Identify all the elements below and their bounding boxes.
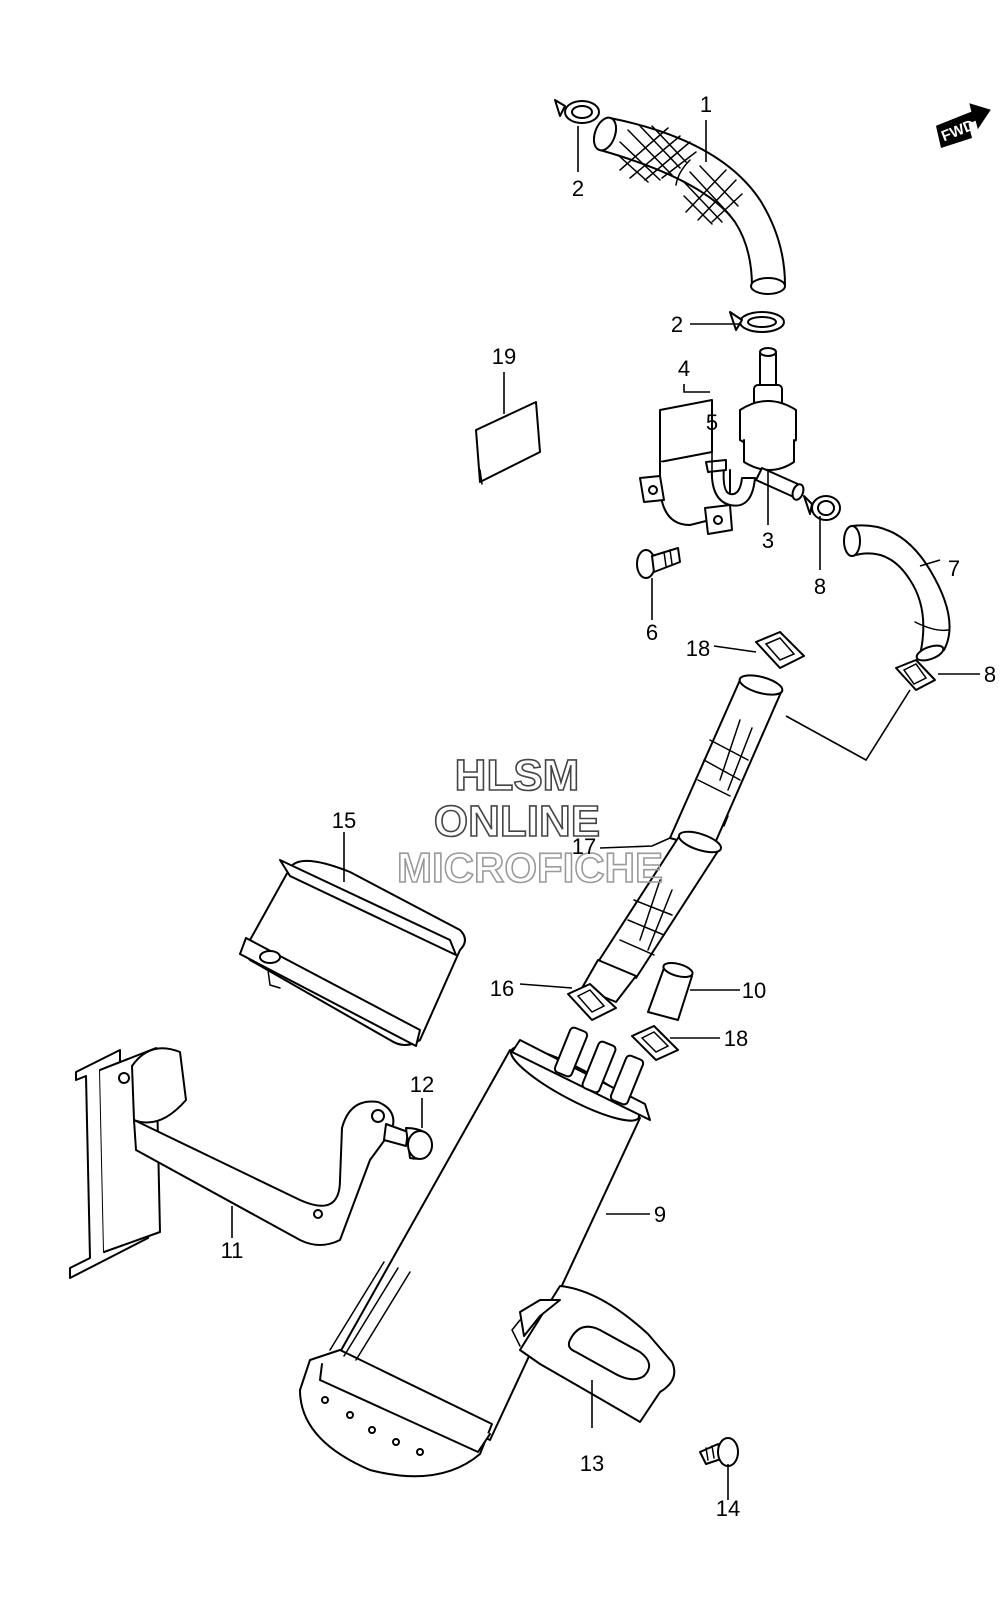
callout-2-lower: 2 — [671, 312, 683, 337]
hose-braid-pattern — [617, 125, 743, 225]
part-5-filter-clamp — [705, 459, 756, 507]
leader-lines — [231, 120, 980, 1500]
watermark-line-3: MICROFICHE — [397, 844, 663, 891]
part-18-clip-upper — [755, 631, 805, 669]
callout-6: 6 — [646, 620, 658, 645]
part-11-pump-bracket — [69, 1047, 395, 1279]
fwd-arrow-icon: FWD — [936, 103, 991, 148]
part-8-hose-clip-upper — [803, 495, 841, 521]
callout-8-lower: 8 — [984, 662, 996, 687]
callout-18-lower: 18 — [724, 1026, 748, 1051]
callout-15: 15 — [332, 808, 356, 833]
callout-13: 13 — [580, 1451, 604, 1476]
callout-18-upper: 18 — [686, 636, 710, 661]
callout-4: 4 — [678, 356, 690, 381]
callout-1: 1 — [700, 92, 712, 117]
callout-14: 14 — [716, 1496, 740, 1521]
watermark: HLSM ONLINE MICROFICHE — [396, 750, 664, 892]
part-19-label-plate — [475, 401, 541, 485]
watermark-line-2: ONLINE — [434, 797, 600, 846]
callout-9: 9 — [654, 1202, 666, 1227]
callout-2-upper: 2 — [572, 176, 584, 201]
part-15-filter-element — [239, 859, 466, 1047]
part-16-clip — [567, 983, 617, 1021]
hose-routing-line — [785, 689, 911, 762]
callout-19: 19 — [492, 344, 516, 369]
callout-3: 3 — [762, 528, 774, 553]
callout-5: 5 — [706, 410, 718, 435]
part-7-fuel-hose — [843, 524, 951, 662]
part-3-fuel-filter — [739, 347, 805, 501]
part-14-screw — [699, 1437, 739, 1467]
part-18-clip-lower — [631, 1025, 679, 1061]
watermark-line-1: HLSM — [455, 751, 580, 800]
part-1-fuel-hose — [592, 116, 786, 295]
part-2-hose-clip-lower — [729, 311, 785, 333]
callout-17: 17 — [572, 834, 596, 859]
part-9-fuel-pump — [299, 1026, 651, 1478]
callout-10: 10 — [742, 978, 766, 1003]
part-2-hose-clip-upper — [554, 99, 600, 124]
part-13-pump-strap — [511, 1285, 676, 1423]
part-17-long-hose — [581, 674, 784, 1003]
callout-12: 12 — [410, 1072, 434, 1097]
callout-8-upper: 8 — [814, 574, 826, 599]
callout-11: 11 — [221, 1238, 244, 1263]
part-8-hose-clip-lower — [895, 659, 936, 691]
part-10-sleeve — [647, 962, 694, 1021]
callout-numbers: 1 2 2 3 4 5 6 7 8 8 9 10 11 12 13 14 15 … — [221, 92, 997, 1521]
part-6-screw — [636, 547, 681, 579]
callout-16: 16 — [490, 976, 514, 1001]
part-12-bolt — [383, 1123, 433, 1160]
callout-7: 7 — [948, 556, 960, 581]
